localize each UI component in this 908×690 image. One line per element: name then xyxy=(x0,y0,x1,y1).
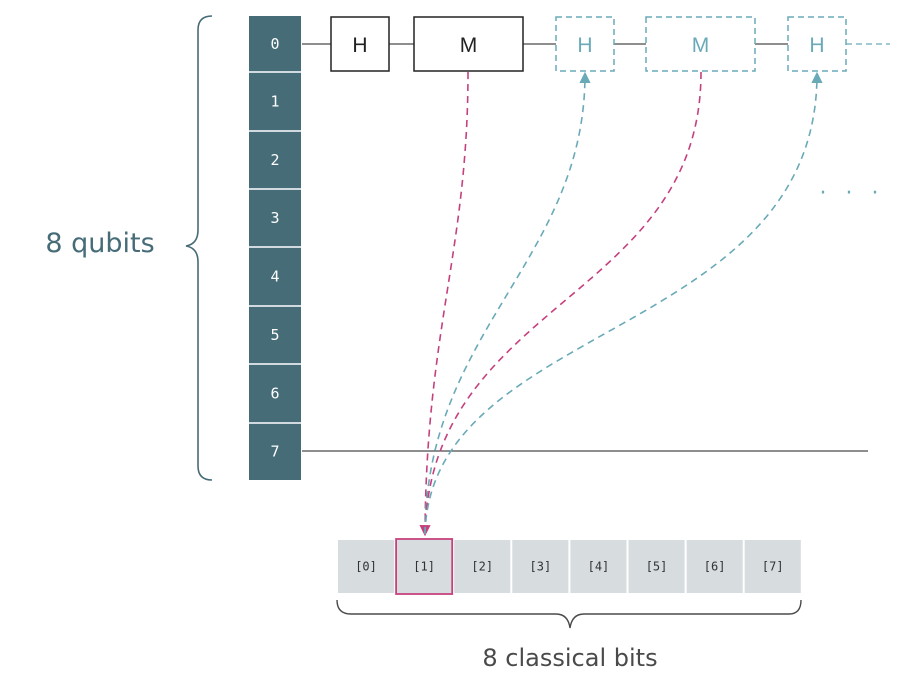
qubit-cell-bg xyxy=(249,247,301,306)
qubit-cell-5: 5 xyxy=(249,305,301,364)
qubit-cell-6: 6 xyxy=(249,363,301,423)
classical-bit-label: [0] xyxy=(355,560,377,574)
classical-bit-bg xyxy=(338,540,395,593)
gate-box xyxy=(787,16,847,72)
classical-bit-label: [3] xyxy=(530,560,552,574)
classical-bit-label: [1] xyxy=(413,560,435,574)
control-flow-second xyxy=(424,71,823,535)
classical-bit-bg xyxy=(512,540,569,593)
classical-brace xyxy=(336,599,802,629)
qubit-cell-7: 7 xyxy=(249,422,301,480)
classical-bit-7: [7] xyxy=(744,540,801,593)
measure-flow-second xyxy=(424,71,702,535)
classical-bit-bg xyxy=(570,540,627,593)
qubit-cell-bg xyxy=(249,189,301,247)
qubit-index-label: 6 xyxy=(270,385,279,403)
classical-register: [0] [1] [2] [3] [4] [5] [6] [7] xyxy=(338,538,801,595)
classical-bit-5: [5] xyxy=(628,540,685,593)
classical-bit-0: [0] xyxy=(338,540,395,593)
classical-bit-label: [7] xyxy=(762,560,784,574)
qubit-cell-bg xyxy=(249,16,301,72)
qubit-index-label: 0 xyxy=(270,35,279,53)
qubit-cell-4: 4 xyxy=(249,246,301,306)
flow-curves xyxy=(419,71,823,537)
qubits-label: 8 qubits xyxy=(45,228,154,259)
qubit-index-label: 2 xyxy=(270,151,279,169)
continuation-ellipsis: · · · xyxy=(820,181,885,206)
qubit-cell-bg xyxy=(249,364,301,423)
gate-box xyxy=(555,16,615,72)
qubit-cell-bg xyxy=(249,423,301,480)
classical-bit-bg xyxy=(628,540,685,593)
gate-m-1: M xyxy=(413,16,524,72)
classical-bit-label: [6] xyxy=(704,560,726,574)
qubit-index-label: 5 xyxy=(270,326,279,344)
qubit-cell-bg xyxy=(249,131,301,189)
classical-bit-label: [5] xyxy=(646,560,668,574)
classical-bit-bg xyxy=(686,540,743,593)
gate-label: M xyxy=(460,34,478,57)
gate-h-0: H xyxy=(330,16,390,72)
classical-bit-6: [6] xyxy=(686,540,743,593)
qubit-cell-bg xyxy=(249,72,301,131)
classical-bit-label: [2] xyxy=(471,560,493,574)
qubits-brace xyxy=(185,15,213,481)
measure-flow-first xyxy=(419,71,469,537)
classical-bit-highlight xyxy=(395,538,454,595)
classical-bits-label: 8 classical bits xyxy=(482,644,657,672)
qubit-register: 0 1 2 3 4 5 6 7 xyxy=(249,16,301,480)
control-flow-first xyxy=(424,71,591,535)
classical-bit-4: [4] xyxy=(570,540,627,593)
gate-box xyxy=(413,16,524,72)
gate-label: M xyxy=(692,34,710,57)
gate-m-3: M xyxy=(645,16,756,72)
qubit-cell-bg xyxy=(249,306,301,364)
qubit-index-label: 7 xyxy=(270,443,279,461)
gate-h-4: H xyxy=(787,16,847,72)
classical-bit-3: [3] xyxy=(512,540,569,593)
gate-box xyxy=(330,16,390,72)
classical-bit-1: [1] xyxy=(395,538,454,595)
qubit-index-label: 1 xyxy=(270,93,279,111)
gate-label: H xyxy=(352,34,367,57)
qubit-cell-1: 1 xyxy=(249,71,301,131)
classical-bit-label: [4] xyxy=(588,560,610,574)
gate-h-2: H xyxy=(555,16,615,72)
qubit-index-label: 3 xyxy=(270,209,279,227)
qubit-cell-2: 2 xyxy=(249,130,301,189)
qubit-index-label: 4 xyxy=(270,268,279,286)
gate-label: H xyxy=(809,34,824,57)
classical-bit-2: [2] xyxy=(454,540,511,593)
qubit-cell-0: 0 xyxy=(249,16,301,72)
gate-box xyxy=(645,16,756,72)
classical-bit-bg xyxy=(396,540,453,593)
classical-bit-bg xyxy=(744,540,801,593)
gate-label: H xyxy=(577,34,592,57)
classical-bit-bg xyxy=(454,540,511,593)
qubit-cell-3: 3 xyxy=(249,188,301,247)
